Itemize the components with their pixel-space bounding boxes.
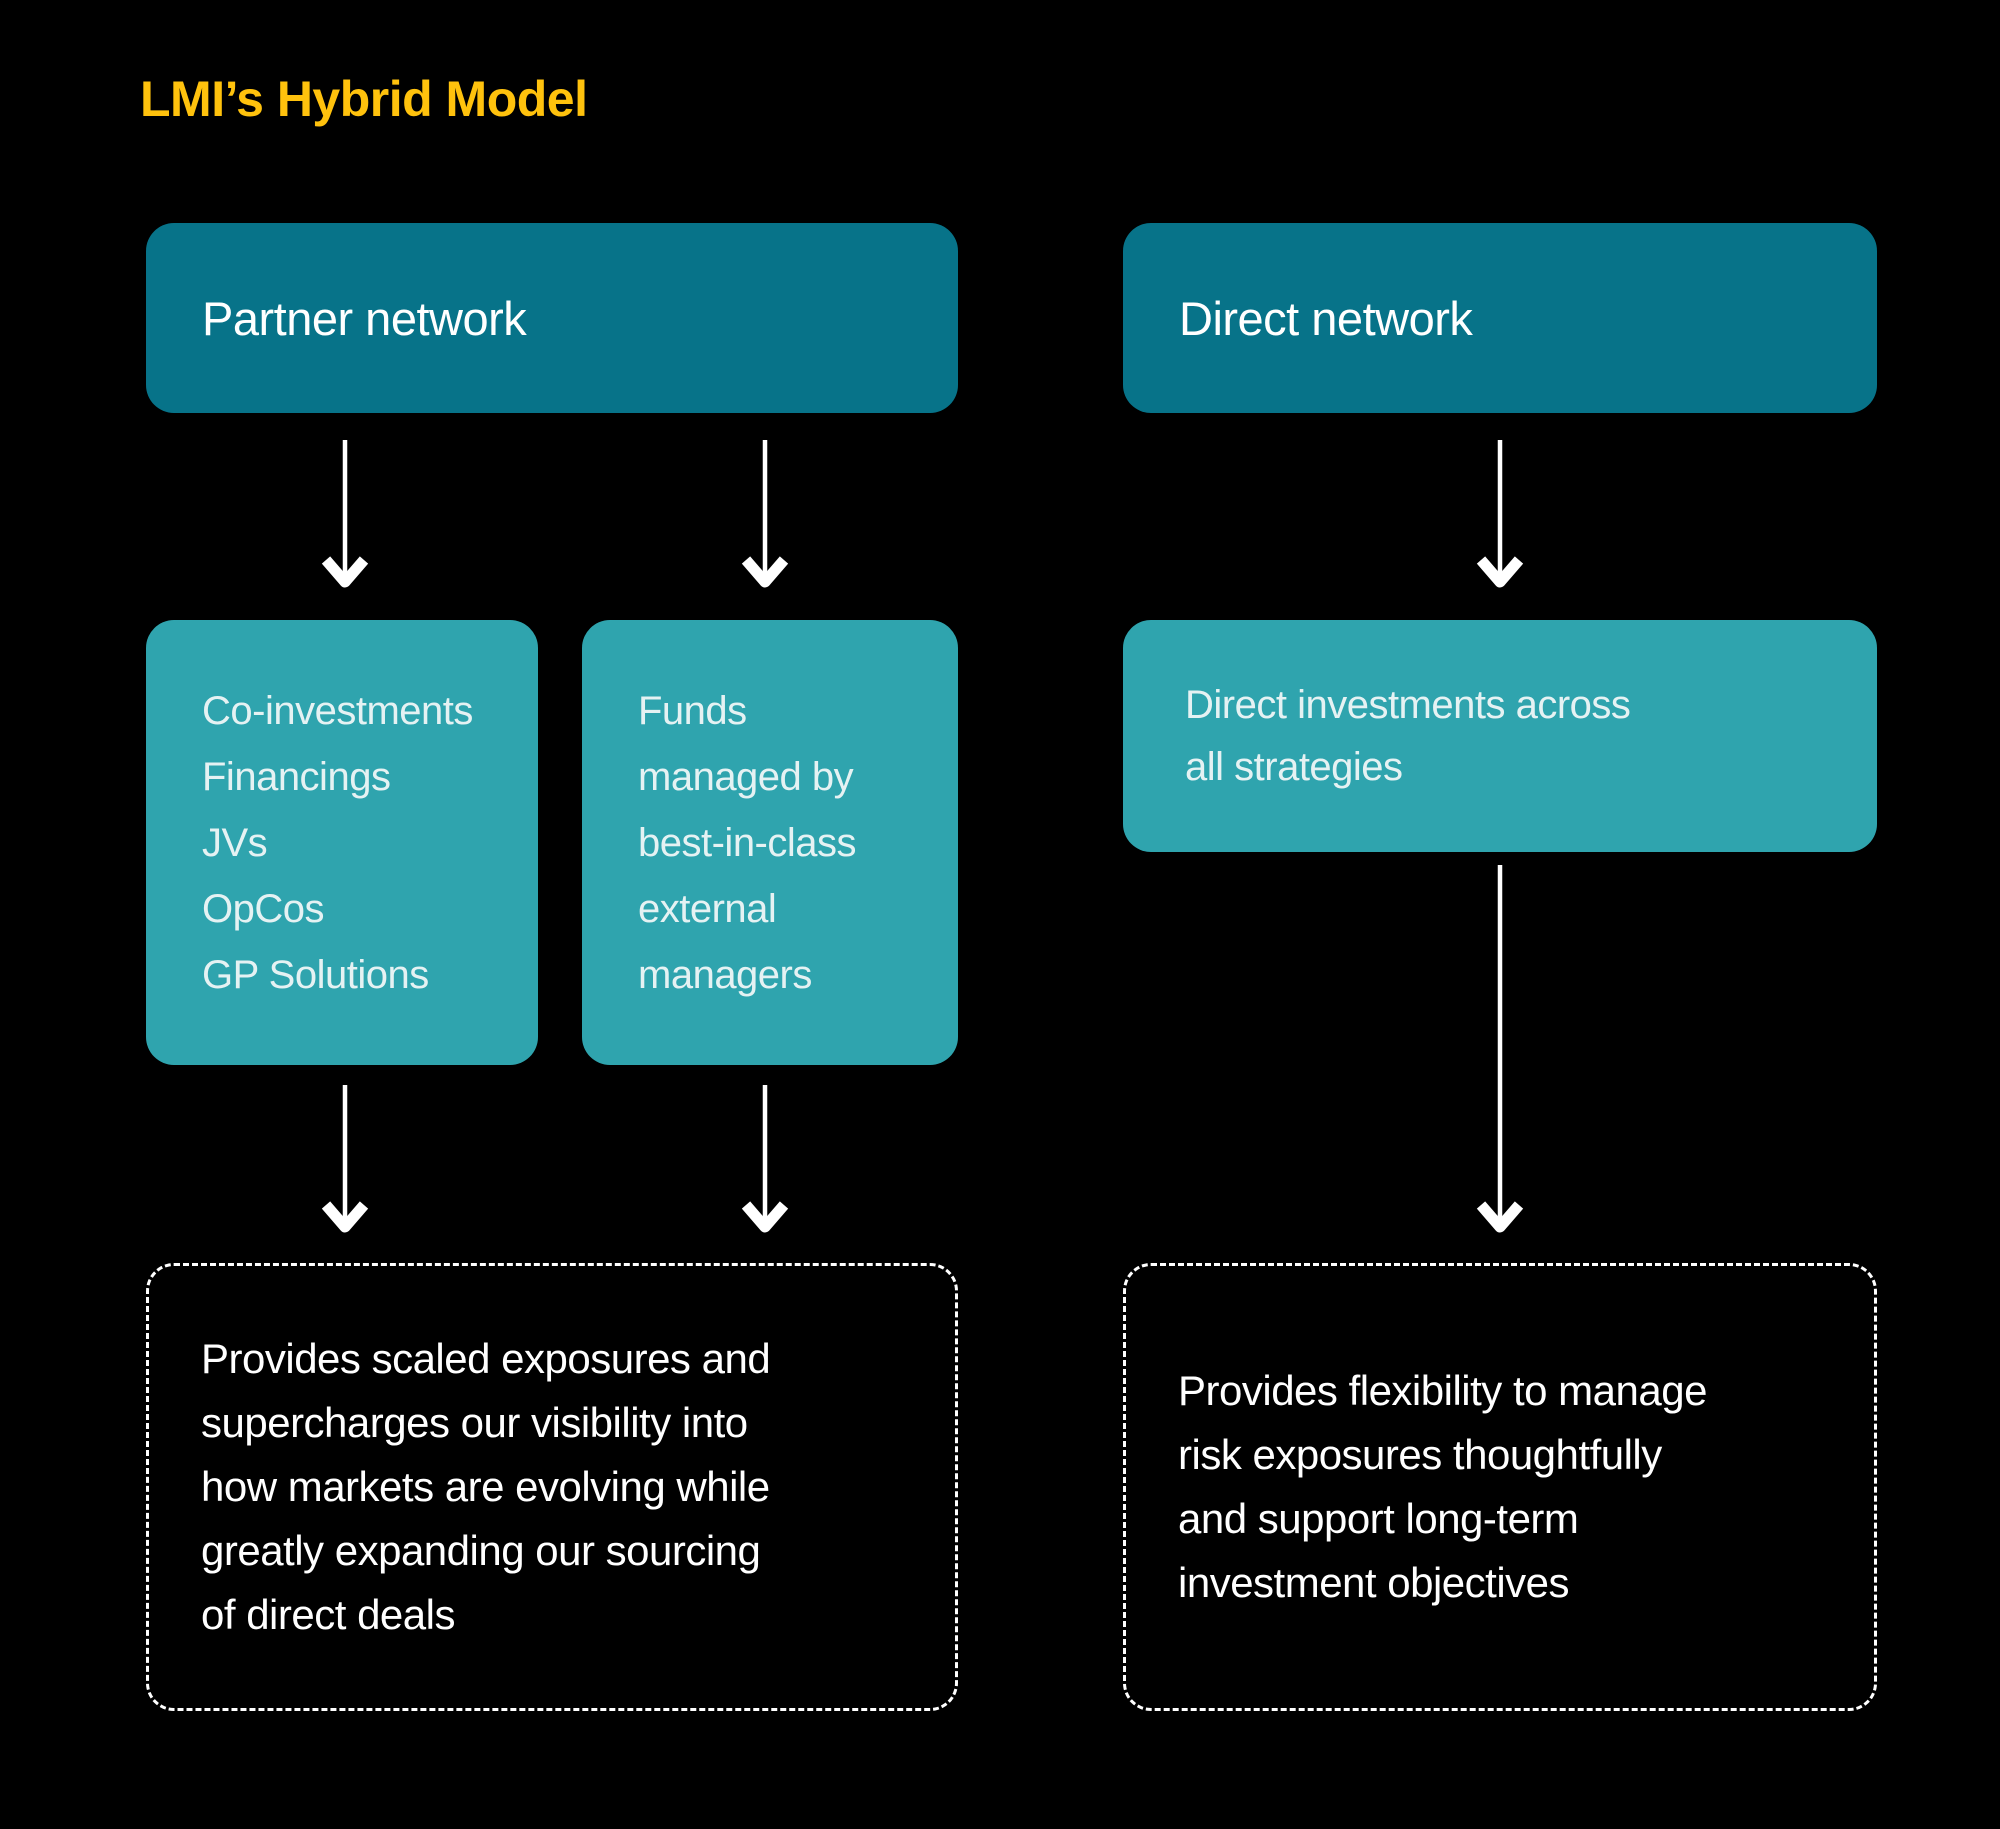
partner-outcome-box: Provides scaled exposures and supercharge… bbox=[146, 1263, 958, 1711]
down-arrow-icon bbox=[1472, 865, 1528, 1233]
partner-network-header-box: Partner network bbox=[146, 223, 958, 413]
text-line: managed by bbox=[638, 754, 854, 799]
text-line: risk exposures thoughtfully bbox=[1178, 1431, 1662, 1478]
text-line: Provides scaled exposures and bbox=[201, 1335, 771, 1382]
text-line: OpCos bbox=[202, 886, 325, 931]
text-line: investment objectives bbox=[1178, 1559, 1570, 1606]
direct-network-label: Direct network bbox=[1179, 291, 1473, 345]
text-line: best-in-class bbox=[638, 820, 857, 865]
text-line: all strategies bbox=[1185, 745, 1403, 789]
direct-outcome-box: Provides flexibility to manage risk expos… bbox=[1123, 1263, 1877, 1711]
text-line: Financings bbox=[202, 754, 391, 799]
down-arrow-icon bbox=[737, 440, 793, 588]
text-line: how markets are evolving while bbox=[201, 1463, 770, 1510]
down-arrow-icon bbox=[317, 1085, 373, 1233]
text-line: managers bbox=[638, 952, 812, 997]
text-line: supercharges our visibility into bbox=[201, 1399, 748, 1446]
text-line: external bbox=[638, 886, 777, 931]
text-line: of direct deals bbox=[201, 1591, 455, 1638]
down-arrow-icon bbox=[1472, 440, 1528, 588]
text-line: and support long-term bbox=[1178, 1495, 1579, 1542]
external-managers-funds-box: Funds managed by best-in-class external mana… bbox=[582, 620, 958, 1065]
down-arrow-icon bbox=[317, 440, 373, 588]
down-arrow-icon bbox=[737, 1085, 793, 1233]
text-line: JVs bbox=[202, 820, 268, 865]
text-line: Provides flexibility to manage bbox=[1178, 1367, 1707, 1414]
text-line: Funds bbox=[638, 688, 747, 733]
diagram-title: LMI’s Hybrid Model bbox=[140, 71, 588, 127]
partner-network-label: Partner network bbox=[202, 291, 527, 345]
direct-strategies-box: Direct investments across all strategies bbox=[1123, 620, 1877, 852]
text-line: Direct investments across bbox=[1185, 683, 1631, 727]
text-line: Co-investments bbox=[202, 688, 473, 733]
direct-network-header-box: Direct network bbox=[1123, 223, 1877, 413]
text-line: greatly expanding our sourcing bbox=[201, 1527, 761, 1574]
text-line: GP Solutions bbox=[202, 952, 429, 997]
